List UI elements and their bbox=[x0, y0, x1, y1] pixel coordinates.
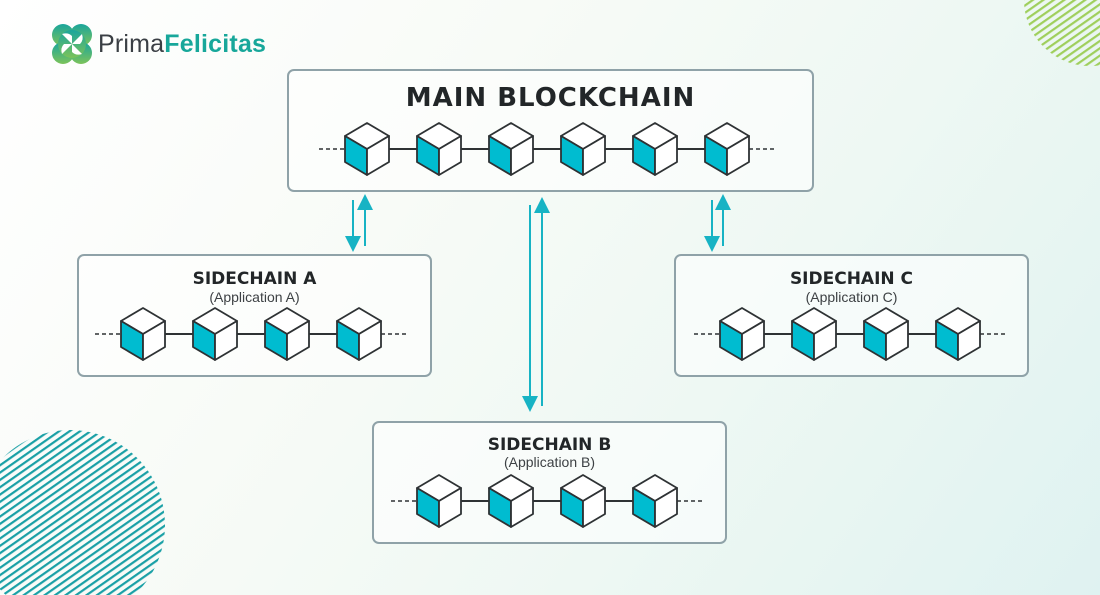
block-cube-icon bbox=[560, 474, 606, 528]
sidechain-a-panel: SIDECHAIN A (Application A) bbox=[77, 254, 432, 377]
sidechain-c-title: SIDECHAIN C bbox=[789, 269, 914, 289]
decorative-hatched-circle-teal bbox=[0, 430, 165, 595]
block-cube-icon bbox=[488, 474, 534, 528]
block-cube-icon bbox=[704, 122, 750, 176]
sidechain-c-subtitle: (Application C) bbox=[805, 289, 898, 305]
brand-name: PrimaFelicitas bbox=[98, 29, 267, 58]
block-cube-icon bbox=[560, 122, 606, 176]
main-blockchain-title: MAIN BLOCKCHAIN bbox=[405, 83, 696, 113]
sidechain-c-block-chain bbox=[694, 307, 1006, 361]
sidechain-b-title: SIDECHAIN B bbox=[487, 435, 612, 455]
block-cube-icon bbox=[416, 474, 462, 528]
block-cube-icon bbox=[863, 307, 909, 361]
block-cube-icon bbox=[264, 307, 310, 361]
arrows-main-to-sidechain-c bbox=[704, 194, 731, 252]
block-cube-icon bbox=[632, 474, 678, 528]
main-blockchain-panel: MAIN BLOCKCHAIN bbox=[287, 69, 814, 192]
block-cube-icon bbox=[192, 307, 238, 361]
block-cube-icon bbox=[120, 307, 166, 361]
sidechain-b-subtitle: (Application B) bbox=[503, 454, 596, 470]
block-cube-icon bbox=[719, 307, 765, 361]
brand-logo: PrimaFelicitas bbox=[50, 22, 266, 66]
sidechain-a-subtitle: (Application A) bbox=[209, 289, 300, 305]
main-block-chain bbox=[319, 122, 775, 176]
block-cube-icon bbox=[416, 122, 462, 176]
pinwheel-logo-icon bbox=[52, 24, 92, 64]
sidechain-c-panel: SIDECHAIN C (Application C) bbox=[674, 254, 1029, 377]
sidechain-b-panel: SIDECHAIN B (Application B) bbox=[372, 421, 727, 544]
arrows-main-to-sidechain-b bbox=[522, 197, 550, 412]
block-cube-icon bbox=[791, 307, 837, 361]
block-cube-icon bbox=[488, 122, 534, 176]
sidechain-b-block-chain bbox=[391, 474, 703, 528]
brand-name-part2: Felicitas bbox=[164, 29, 267, 58]
sidechain-a-title: SIDECHAIN A bbox=[192, 269, 317, 289]
arrows-main-to-sidechain-a bbox=[345, 194, 373, 252]
block-cube-icon bbox=[632, 122, 678, 176]
block-cube-icon bbox=[336, 307, 382, 361]
block-cube-icon bbox=[344, 122, 390, 176]
decorative-hatched-circle-green bbox=[1024, 0, 1100, 66]
block-cube-icon bbox=[935, 307, 981, 361]
sidechain-a-block-chain bbox=[95, 307, 407, 361]
brand-name-part1: Prima bbox=[98, 29, 165, 58]
